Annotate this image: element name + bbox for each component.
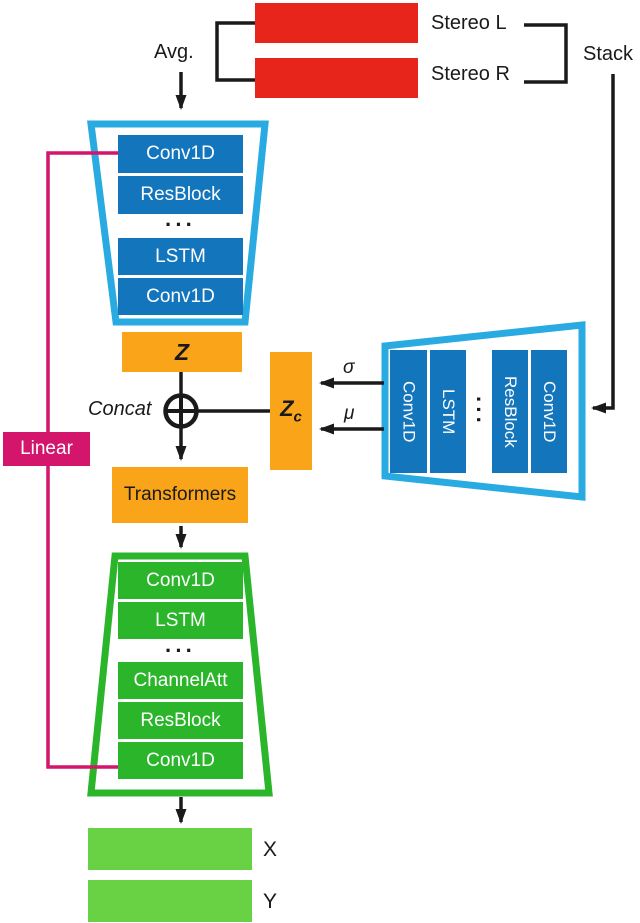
transformers-box: Transformers bbox=[112, 467, 248, 523]
output-y-label: Y bbox=[263, 890, 278, 913]
avg-bracket bbox=[215, 21, 255, 82]
z-label: Z bbox=[174, 338, 190, 365]
encoder-layer-resblock: ResBlock bbox=[118, 176, 243, 214]
side-encoder-layer-conv1d-2: Conv1D bbox=[531, 350, 567, 473]
encoder-layer-lstm: LSTM bbox=[118, 238, 243, 275]
decoder-layer-resblock: ResBlock bbox=[118, 702, 243, 739]
zc-label: Zc bbox=[280, 396, 302, 426]
mu-label: μ bbox=[344, 403, 355, 424]
side-encoder-layer-conv1d-1: Conv1D bbox=[390, 350, 427, 473]
zc-box: Zc bbox=[270, 352, 312, 470]
stack-bracket bbox=[524, 23, 568, 84]
stereo-r-bar bbox=[255, 58, 418, 98]
stereo-l-bar bbox=[255, 3, 418, 43]
encoder-layer-conv1d-1: Conv1D bbox=[118, 135, 243, 173]
decoder-layer-conv1d-2: Conv1D bbox=[118, 742, 243, 779]
decoder-layer-conv1d-1: Conv1D bbox=[118, 562, 243, 599]
side-encoder-ellipsis: ··· bbox=[466, 396, 491, 427]
stereo-l-label: Stereo L bbox=[431, 12, 507, 34]
encoder-layer-conv1d-2: Conv1D bbox=[118, 278, 243, 315]
output-x-bar bbox=[88, 828, 252, 870]
decoder-layer-channelatt: ChannelAtt bbox=[118, 662, 243, 699]
output-x-label: X bbox=[263, 838, 278, 861]
linear-box: Linear bbox=[3, 432, 90, 466]
stereo-r-label: Stereo R bbox=[431, 63, 510, 85]
side-encoder-layer-lstm: LSTM bbox=[430, 350, 466, 473]
avg-label: Avg. bbox=[154, 41, 194, 63]
z-box: Z bbox=[122, 332, 242, 372]
stack-label: Stack bbox=[583, 43, 634, 65]
encoder-ellipsis: ··· bbox=[165, 212, 196, 237]
concat-label: Concat bbox=[88, 398, 152, 420]
decoder-layer-lstm: LSTM bbox=[118, 602, 243, 639]
decoder-ellipsis: ··· bbox=[165, 638, 196, 663]
side-encoder-layer-resblock: ResBlock bbox=[492, 350, 528, 473]
stack-arrow bbox=[591, 74, 615, 414]
output-y-bar bbox=[88, 880, 252, 922]
sigma-label: σ bbox=[343, 357, 355, 378]
